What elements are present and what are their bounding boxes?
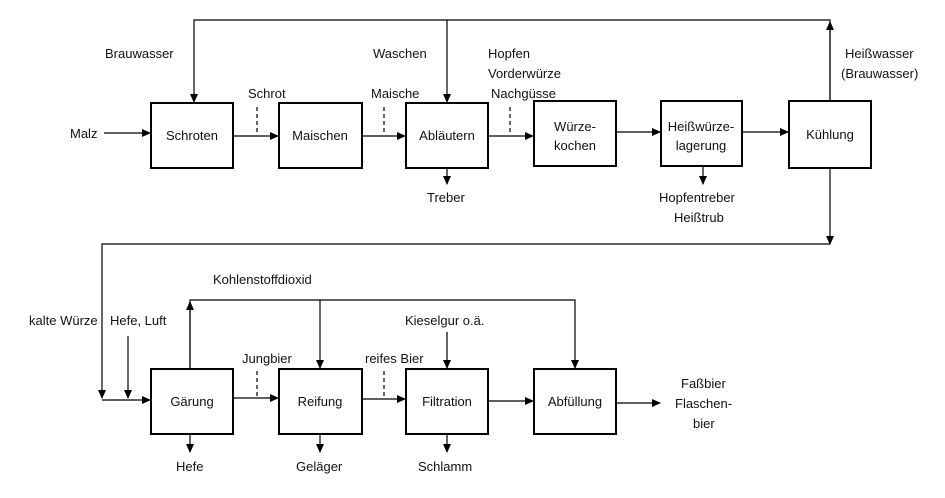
label-hopfentreber: Hopfentreber [659, 190, 736, 205]
box-heisswuerzelagerung [660, 100, 743, 167]
box-heisswuerze-label-1: Heißwürze- [668, 119, 734, 134]
label-malz: Malz [70, 126, 97, 141]
label-fassbier: Faßbier [681, 376, 726, 391]
label-nachguesse: Nachgüsse [491, 86, 556, 101]
label-kohlenstoffdioxid: Kohlenstoffdioxid [213, 272, 312, 287]
box-filtration [405, 368, 489, 435]
label-brauwasser: Brauwasser [105, 46, 174, 61]
label-heisswasser-brauwasser: (Brauwasser) [841, 66, 918, 81]
label-kieselgur: Kieselgur o.ä. [405, 313, 485, 328]
box-reifung-label: Reifung [298, 394, 343, 409]
label-flaschenbier-1: Flaschen- [675, 396, 732, 411]
label-flaschenbier-2: bier [693, 416, 715, 431]
label-heisswasser: Heißwasser [845, 46, 914, 61]
line-kalte-wuerze [98, 243, 830, 399]
label-kalte-wuerze: kalte Würze [29, 313, 98, 328]
label-treber: Treber [427, 190, 465, 205]
box-wuerzekochen-label-2: kochen [554, 138, 596, 153]
label-schlamm: Schlamm [418, 459, 472, 474]
box-schroten [150, 102, 234, 169]
box-maischen-label: Maischen [292, 128, 348, 143]
box-gaerung-label: Gärung [170, 394, 213, 409]
label-hefe-luft: Hefe, Luft [110, 313, 167, 328]
label-gelaeger: Geläger [296, 459, 343, 474]
label-waschen: Waschen [373, 46, 427, 61]
box-reifung [278, 368, 363, 435]
label-maische: Maische [371, 86, 419, 101]
label-vorderwuerze: Vorderwürze [488, 66, 561, 81]
label-reifes-bier: reifes Bier [365, 351, 424, 366]
box-abfuellung [533, 368, 617, 435]
box-wuerzekochen [533, 100, 617, 167]
box-wuerzekochen-label-1: Würze- [554, 119, 596, 134]
box-kuehlung [788, 100, 872, 169]
box-schroten-label: Schroten [166, 128, 218, 143]
box-kuehlung-label: Kühlung [806, 127, 854, 142]
box-abfuellung-label: Abfüllung [548, 394, 602, 409]
box-ablaeutern [405, 102, 489, 169]
label-heisstrub: Heißtrub [674, 210, 724, 225]
box-heisswuerze-label-2: lagerung [676, 138, 727, 153]
box-filtration-label: Filtration [422, 394, 472, 409]
box-maischen [278, 102, 363, 169]
label-jungbier: Jungbier [242, 351, 293, 366]
label-schrot: Schrot [248, 86, 286, 101]
box-ablaeutern-label: Abläutern [419, 128, 475, 143]
label-hefe: Hefe [176, 459, 203, 474]
label-hopfen: Hopfen [488, 46, 530, 61]
box-gaerung [150, 368, 234, 435]
